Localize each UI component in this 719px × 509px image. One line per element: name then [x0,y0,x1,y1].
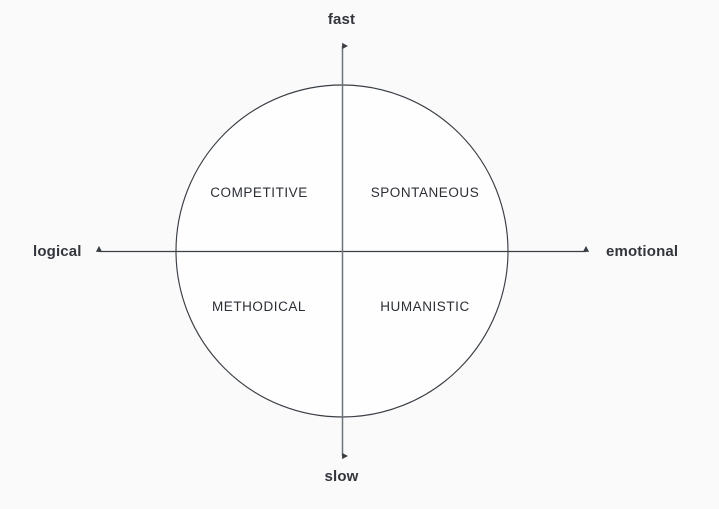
axis-label-slow: slow [0,469,719,484]
quadrant-label-methodical: METHODICAL [211,299,306,314]
quadrant-label-competitive: COMPETITIVE [210,185,308,200]
axis-label-emotional: emotional [606,243,679,260]
axis-label-slow-text: slow [324,468,359,485]
quadrant-label-spontaneous: SPONTANEOUS [370,185,480,200]
axis-label-fast-text: fast [327,11,356,28]
quadrant-label-humanistic: HUMANISTIC [380,299,470,314]
axis-label-fast: fast [0,12,719,27]
axis-label-logical: logical [33,243,82,260]
